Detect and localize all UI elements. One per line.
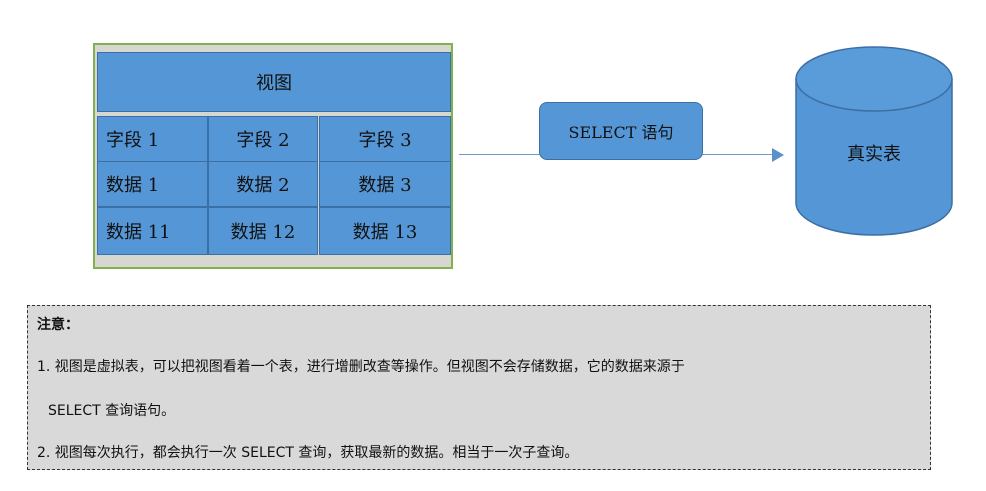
note-line-1-continued: SELECT 查询语句。 [48,403,176,419]
real-table-label: 真实表 [847,144,901,165]
view-cell-r1c3: 数据 3 [319,161,451,207]
note-title: 注意： [37,317,79,333]
view-cell-r2c3: 数据 13 [319,207,451,255]
connector-arrow-head-icon [772,148,784,162]
view-cell-r1c2: 数据 2 [208,161,318,207]
view-header-field-3: 字段 3 [319,116,451,162]
select-statement-box: SELECT 语句 [539,102,703,160]
note-line-1: 1. 视图是虚拟表，可以把视图看着一个表，进行增删改查等操作。但视图不会存储数据… [37,359,685,375]
view-title: 视图 [97,52,451,112]
view-cell-r2c1: 数据 11 [97,207,208,255]
view-cell-r1c1: 数据 1 [97,161,208,207]
view-frame: 视图 字段 1 字段 2 字段 3 数据 1 数据 2 数据 3 数据 11 数… [93,43,453,269]
view-cell-r2c2: 数据 12 [208,207,318,255]
view-header-field-2: 字段 2 [208,116,318,162]
note-line-2: 2. 视图每次执行，都会执行一次 SELECT 查询，获取最新的数据。相当于一次… [37,445,579,461]
database-cylinder-icon [795,46,953,236]
note-box: 注意： 1. 视图是虚拟表，可以把视图看着一个表，进行增删改查等操作。但视图不会… [27,305,931,470]
view-header-field-1: 字段 1 [97,116,208,162]
